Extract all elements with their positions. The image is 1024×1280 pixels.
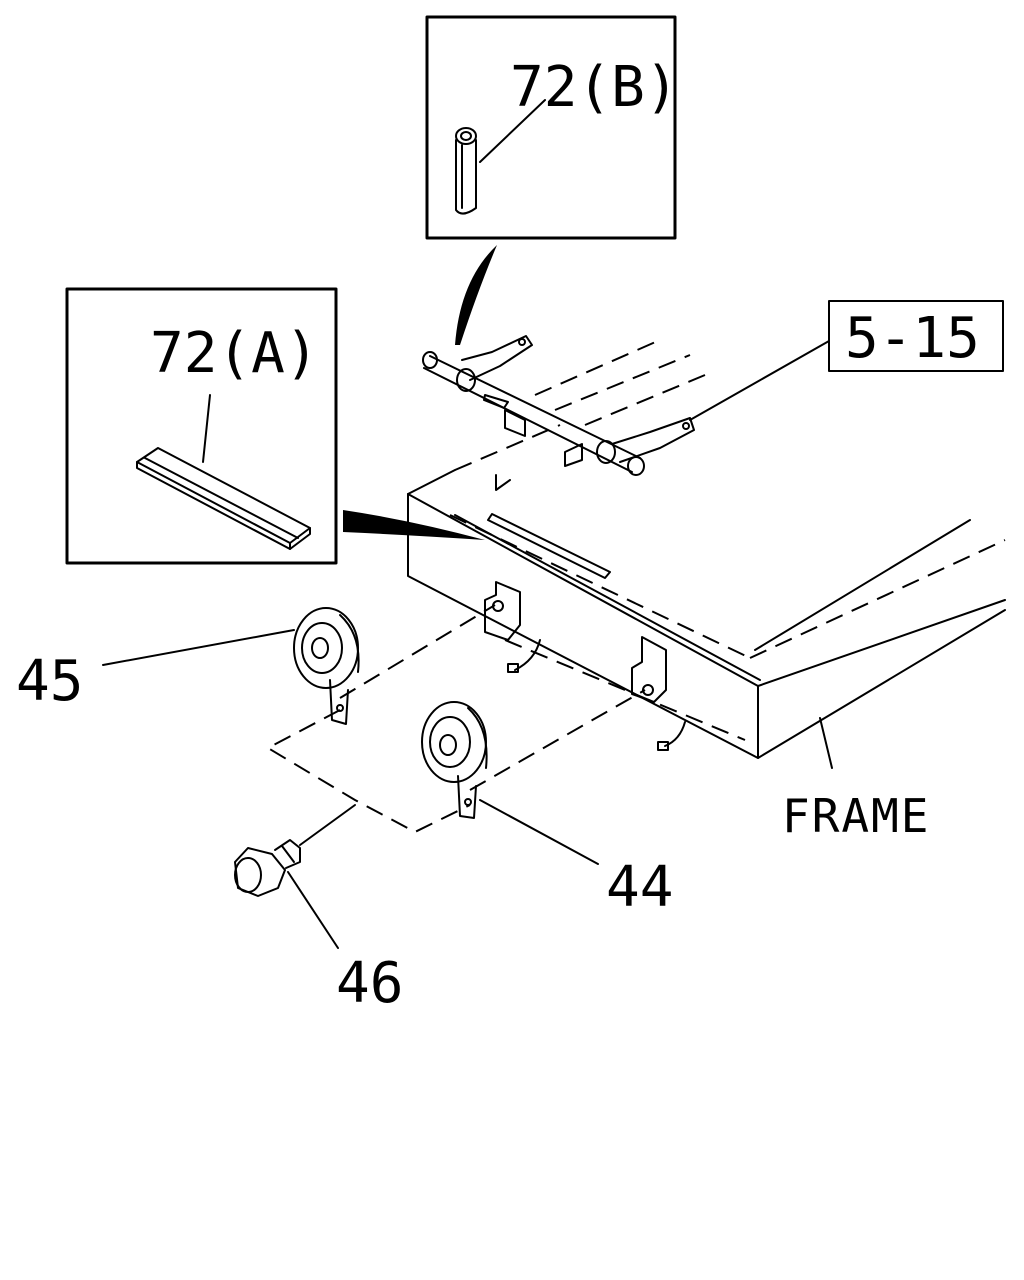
- callout-44: 44: [606, 855, 673, 920]
- inset-72b: 72(B): [425, 15, 679, 240]
- callout-45: 45: [16, 649, 83, 714]
- bolt-46-icon: [234, 839, 301, 897]
- leader-72a: [202, 394, 211, 463]
- leader-45: [102, 629, 295, 666]
- pointer-72a: [343, 510, 485, 540]
- callout-46: 46: [336, 951, 403, 1016]
- rod-assembly: [422, 335, 706, 476]
- callout-72a: 72(A): [150, 321, 319, 386]
- inset-72a: 72(A): [65, 287, 338, 565]
- callout-frame: FRAME: [782, 789, 930, 843]
- pointer-72b: [455, 245, 497, 345]
- strip-72a-icon: [136, 447, 311, 550]
- sleeve-72b-icon: [455, 127, 477, 215]
- leader-44: [479, 799, 599, 865]
- assembly-lines: [265, 604, 646, 846]
- inset-72a-frame: [65, 287, 338, 565]
- leader-72b: [479, 99, 546, 163]
- ref-box-5-15-frame: [828, 300, 1004, 372]
- horn-45-icon: [293, 607, 360, 725]
- horn-44-icon: [421, 701, 488, 819]
- ref-box-5-15: 5-15: [828, 300, 1004, 372]
- callout-5-15: 5-15: [845, 306, 980, 371]
- leader-46: [287, 871, 339, 949]
- leader-frame: [819, 717, 833, 769]
- leader-5-15: [689, 340, 830, 421]
- callout-72b: 72(B): [510, 55, 679, 120]
- inset-72b-frame: [425, 15, 677, 240]
- frame-body: [407, 424, 1006, 759]
